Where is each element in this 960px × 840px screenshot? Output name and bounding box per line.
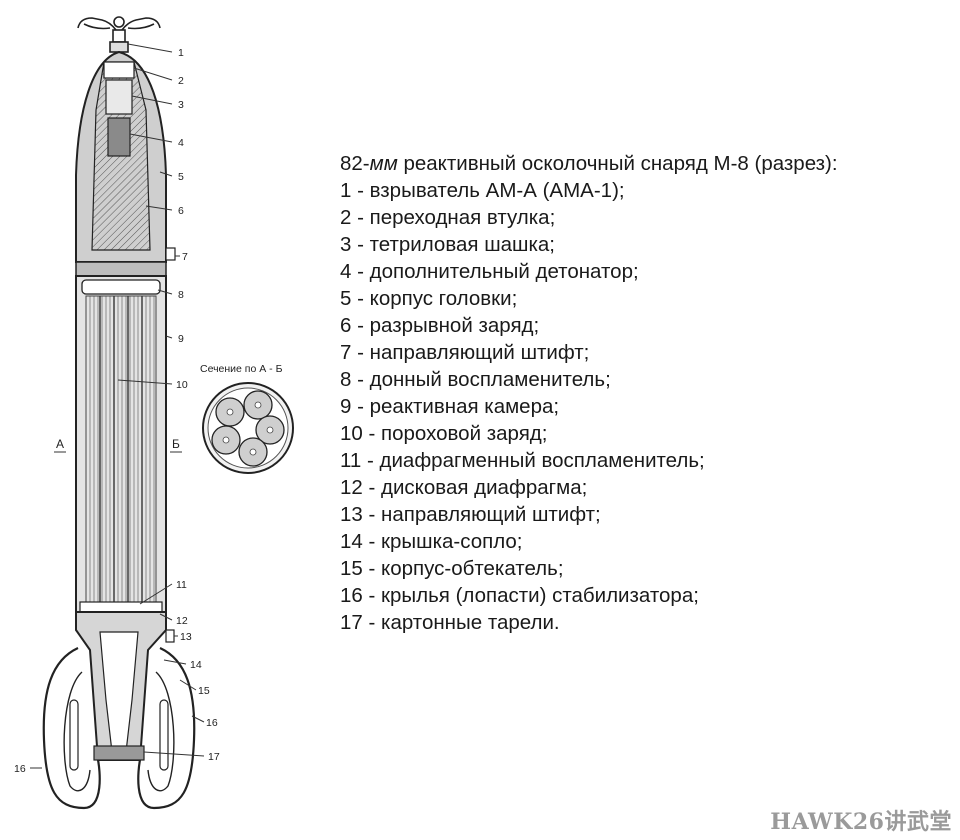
- fuse: [77, 16, 161, 53]
- section-mark-b: Б: [172, 437, 180, 451]
- callout-9: 9: [178, 333, 184, 345]
- legend-item: 6 - разрывной заряд;: [340, 314, 540, 337]
- section-markers: А Б: [54, 437, 182, 453]
- legend-item: 17 - картонные тарели.: [340, 611, 560, 634]
- callout-16-left: 16: [14, 763, 26, 775]
- legend-item: 7 - направляющий штифт;: [340, 341, 590, 364]
- legend-item: 8 - донный воспламенитель;: [340, 368, 611, 391]
- legend-item: 5 - корпус головки;: [340, 287, 518, 310]
- rocket-motor-chamber: [75, 275, 167, 613]
- nozzle-and-fairing: [75, 611, 175, 761]
- legend-item: 4 - дополнительный детонатор;: [340, 260, 639, 283]
- legend-item: 9 - реактивная камера;: [340, 395, 560, 418]
- legend-item: 16 - крылья (лопасти) стабилизатора;: [340, 584, 699, 607]
- stabilizer-fins: [42, 647, 196, 810]
- callout-17: 17: [208, 751, 220, 763]
- watermark: HAWK26讲武堂: [770, 809, 952, 835]
- callout-10: 10: [176, 379, 188, 391]
- legend-item: 2 - переходная втулка;: [340, 206, 556, 229]
- callout-7: 7: [182, 251, 188, 263]
- legend-title-prefix: 82-: [340, 152, 370, 175]
- legend-list: 1 - взрыватель АМ-А (АМА-1); 2 - переход…: [340, 177, 940, 636]
- legend-item: 13 - направляющий штифт;: [340, 503, 601, 526]
- callout-leaders: [30, 43, 205, 769]
- legend-item: 11 - диафрагменный воспламенитель;: [340, 449, 705, 472]
- callout-5: 5: [178, 171, 184, 183]
- legend-title-rest: реактивный осколочный снаряд М-8 (разрез…: [397, 152, 838, 175]
- legend-title-unit: мм: [369, 152, 398, 175]
- callout-16-right: 16: [206, 717, 218, 729]
- legend-item: 14 - крышка-сопло;: [340, 530, 523, 553]
- callout-8: 8: [178, 289, 184, 301]
- legend-item: 3 - тетриловая шашка;: [340, 233, 555, 256]
- cross-section-inset: Сечение по А - Б: [200, 363, 294, 474]
- callout-12: 12: [176, 615, 188, 627]
- legend: 82-мм реактивный осколочный снаряд М-8 (…: [340, 150, 940, 636]
- warhead: [75, 50, 176, 277]
- legend-item: 15 - корпус-обтекатель;: [340, 557, 564, 580]
- callout-4: 4: [178, 137, 184, 149]
- callout-11: 11: [176, 579, 187, 591]
- cross-section-title: Сечение по А - Б: [200, 363, 283, 375]
- legend-item: 12 - дисковая диафрагма;: [340, 476, 588, 499]
- callout-14: 14: [190, 659, 202, 671]
- callout-15: 15: [198, 685, 210, 697]
- callout-1: 1: [178, 47, 184, 59]
- callout-3: 3: [178, 99, 184, 111]
- section-mark-a: А: [56, 437, 64, 451]
- legend-item: 10 - пороховой заряд;: [340, 422, 548, 445]
- callout-13: 13: [180, 631, 192, 643]
- callout-2: 2: [178, 75, 184, 87]
- callout-6: 6: [178, 205, 184, 217]
- legend-item: 1 - взрыватель АМ-А (АМА-1);: [340, 179, 625, 202]
- legend-title: 82-мм реактивный осколочный снаряд М-8 (…: [340, 150, 940, 177]
- callout-numbers: 1 2 3 4 5 6 7 8 9 10 11 12 13 14 15 16 1…: [14, 47, 220, 775]
